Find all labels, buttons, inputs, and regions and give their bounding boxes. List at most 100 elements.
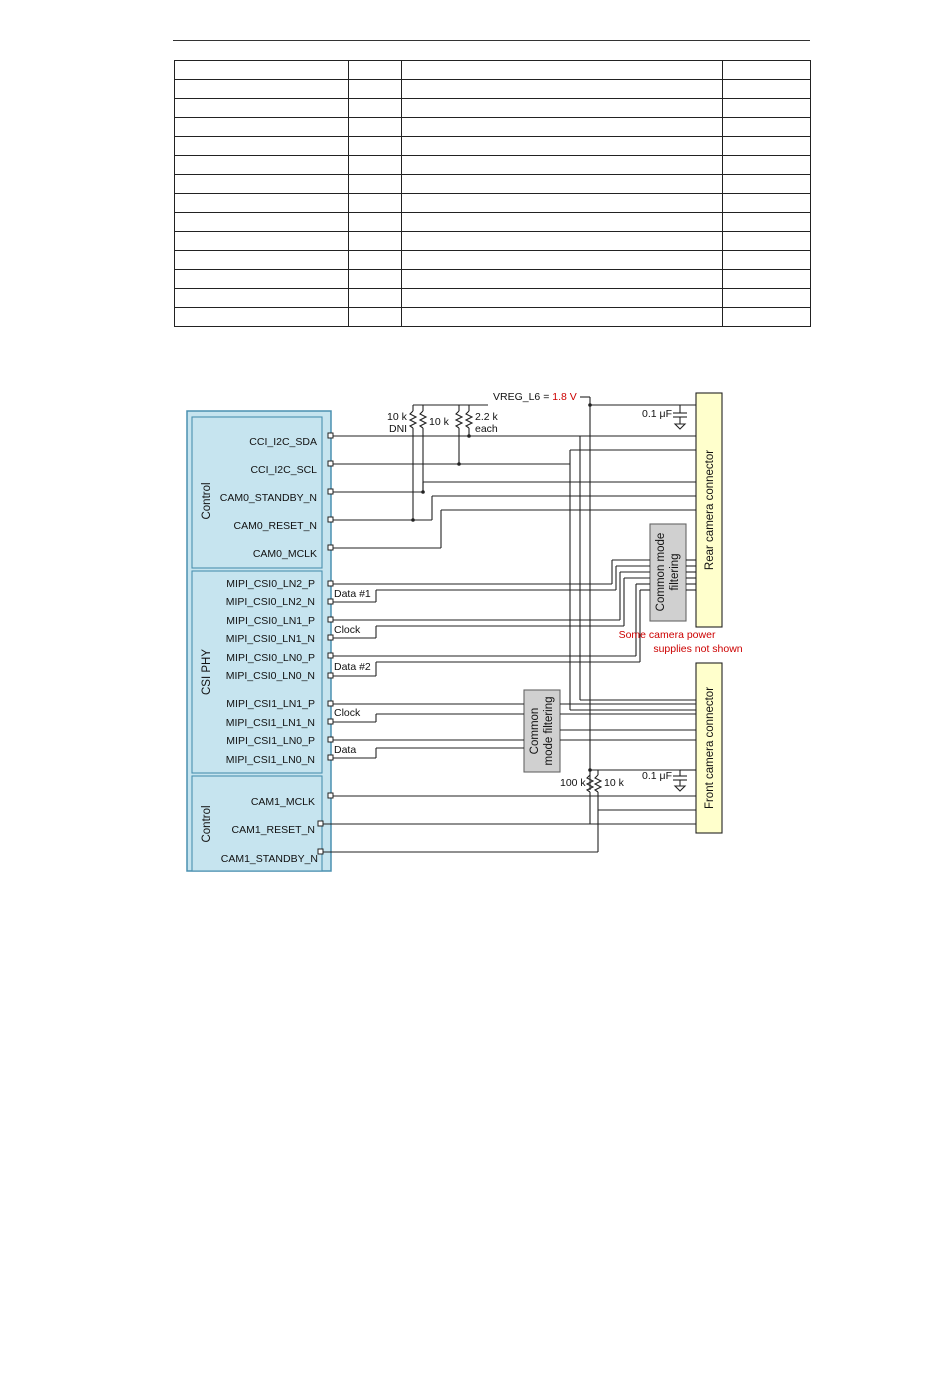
table-row: [174, 155, 811, 175]
common-mode-filter-bottom: [523, 689, 561, 773]
cap-label-top: 0.1 μF: [642, 408, 672, 420]
table-cell: [401, 250, 723, 270]
table-cell: [401, 60, 723, 80]
table-row: [174, 174, 811, 194]
filter-bottom-line1: Common: [529, 708, 541, 755]
table-cell: [174, 288, 349, 308]
table-cell: [401, 269, 723, 289]
filter-top-line2: filtering: [669, 553, 681, 590]
pin-csi1-ln1-n: MIPI_CSI1_LN1_N: [226, 717, 315, 729]
table-cell: [174, 193, 349, 213]
table-row: [174, 136, 811, 156]
resistor-r1-note: DNI: [389, 423, 407, 435]
supply-label: VREG_L6 = 1.8 V: [493, 391, 577, 403]
table-cell: [401, 193, 723, 213]
csi-phy-group: [191, 570, 323, 774]
pin-cci-sda: CCI_I2C_SDA: [249, 436, 317, 448]
table-cell: [348, 307, 402, 327]
table-cell: [722, 79, 811, 99]
group-control-bottom: Control: [201, 805, 213, 842]
resistor-r3-value: 2.2 k: [475, 411, 499, 423]
table-row: [174, 98, 811, 118]
table-cell: [348, 269, 402, 289]
resistor-r2-value: 10 k: [429, 416, 450, 428]
group-control-top: Control: [201, 482, 213, 519]
table-cell: [348, 288, 402, 308]
table-cell: [174, 79, 349, 99]
group-csi-phy: CSI PHY: [201, 649, 213, 695]
rear-camera-connector: [695, 392, 723, 628]
table-cell: [174, 174, 349, 194]
label-data1: Data #1: [334, 588, 371, 600]
table-cell: [174, 269, 349, 289]
table-cell: [722, 155, 811, 175]
table-cell: [401, 174, 723, 194]
table-cell: [401, 231, 723, 251]
header-rule: [173, 40, 810, 41]
table-row: [174, 269, 811, 289]
pin-csi1-ln1-p: MIPI_CSI1_LN1_P: [226, 698, 315, 710]
table-cell: [722, 250, 811, 270]
table-cell: [174, 155, 349, 175]
filter-top-line1: Common mode: [655, 533, 667, 612]
table-cell: [348, 155, 402, 175]
pin-cam1-reset: CAM1_RESET_N: [232, 824, 315, 836]
table-cell: [348, 117, 402, 137]
pin-csi0-ln2-n: MIPI_CSI0_LN2_N: [226, 596, 315, 608]
label-clock0: Clock: [334, 624, 361, 636]
table-cell: [174, 60, 349, 80]
table-cell: [722, 193, 811, 213]
table-cell: [722, 98, 811, 118]
table-cell: [174, 117, 349, 137]
table-cell: [722, 231, 811, 251]
table-row: [174, 193, 811, 213]
label-clock1: Clock: [334, 707, 361, 719]
table-row: [174, 79, 811, 99]
table-cell: [174, 212, 349, 232]
pin-csi0-ln1-n: MIPI_CSI0_LN1_N: [226, 633, 315, 645]
table-cell: [348, 212, 402, 232]
label-data: Data: [334, 744, 356, 756]
table-cell: [401, 98, 723, 118]
pin-cam0-reset: CAM0_RESET_N: [234, 520, 317, 532]
table-cell: [722, 269, 811, 289]
pin-cam1-mclk: CAM1_MCLK: [251, 796, 315, 808]
pin-cci-scl: CCI_I2C_SCL: [250, 464, 317, 476]
table-row: [174, 250, 811, 270]
pin-csi1-ln0-p: MIPI_CSI1_LN0_P: [226, 735, 315, 747]
table-row: [174, 307, 811, 327]
table-cell: [174, 231, 349, 251]
control-group-top: [191, 416, 323, 569]
note-line2: supplies not shown: [653, 643, 742, 655]
filter-bottom-line2: mode filtering: [543, 696, 555, 765]
table-cell: [401, 136, 723, 156]
pin-csi0-ln0-p: MIPI_CSI0_LN0_P: [226, 652, 315, 664]
table-cell: [401, 155, 723, 175]
table-row: [174, 288, 811, 308]
table-cell: [174, 250, 349, 270]
resistor-r1-value: 10 k: [387, 411, 408, 423]
table-cell: [348, 98, 402, 118]
table-cell: [722, 307, 811, 327]
pin-csi0-ln1-p: MIPI_CSI0_LN1_P: [226, 615, 315, 627]
table-cell: [722, 212, 811, 232]
table-cell: [348, 136, 402, 156]
table-cell: [348, 231, 402, 251]
pin-csi1-ln0-n: MIPI_CSI1_LN0_N: [226, 754, 315, 766]
table-cell: [722, 288, 811, 308]
table-cell: [401, 79, 723, 99]
table-row: [174, 231, 811, 251]
resistor-r4-value: 100 k: [560, 777, 586, 789]
rear-connector-label: Rear camera connector: [704, 450, 716, 570]
table-cell: [348, 174, 402, 194]
cap-label-bottom: 0.1 μF: [642, 770, 672, 782]
pin-csi0-ln2-p: MIPI_CSI0_LN2_P: [226, 578, 315, 590]
resistor-r5-value: 10 k: [604, 777, 625, 789]
table-cell: [348, 79, 402, 99]
camera-interface-schematic: VREG_L6 = 1.8 V 0.1 μF 0.1 μF 10 k DNI 1…: [186, 391, 743, 872]
pin-cam0-mclk: CAM0_MCLK: [253, 548, 317, 560]
table-row: [174, 60, 811, 80]
front-camera-connector: [695, 662, 723, 834]
table-cell: [348, 60, 402, 80]
pin-cam0-standby: CAM0_STANDBY_N: [220, 492, 317, 504]
